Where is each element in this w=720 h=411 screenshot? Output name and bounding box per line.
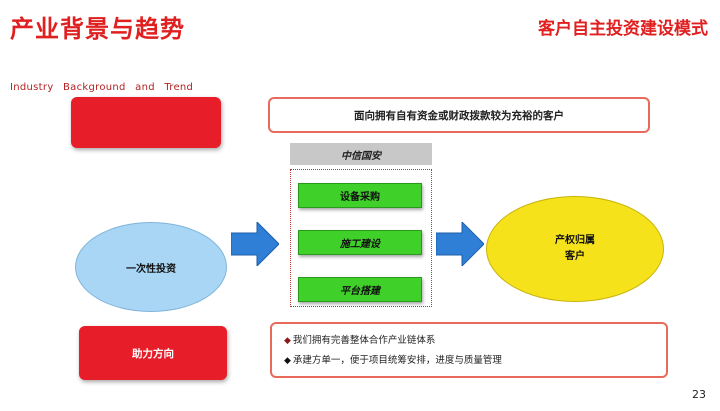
node-label: 一次性投资 — [126, 263, 176, 275]
advantages-box: ◆我们拥有完善整体合作产业链体系 ◆承建方单一，便于项目统筹安排，进度与质量管理 — [270, 322, 668, 378]
help-direction-label: 助力方向 — [79, 326, 227, 380]
right-arrow-icon — [436, 222, 484, 266]
step-construction: 施工建设 — [298, 230, 422, 255]
step-label: 平台搭建 — [340, 286, 380, 297]
red-label-block — [71, 97, 221, 148]
step-platform-build: 平台搭建 — [298, 277, 422, 302]
step-label: 设备采购 — [340, 192, 380, 203]
node-label-line1: 产权归属 — [555, 235, 595, 246]
bullet-item: ◆承建方单一，便于项目统筹安排，进度与质量管理 — [284, 351, 654, 371]
diamond-bullet-icon: ◆ — [284, 336, 291, 346]
target-customer-box: 面向拥有自有资金或财政拨款较为充裕的客户 — [268, 97, 650, 133]
bullet-text: 承建方单一，便于项目统筹安排，进度与质量管理 — [292, 355, 502, 366]
bullet-item: ◆我们拥有完善整体合作产业链体系 — [284, 331, 654, 351]
provider-header: 中信国安 — [290, 143, 432, 165]
node-label-line2: 客户 — [565, 251, 585, 262]
provider-scope-frame — [290, 169, 432, 307]
step-equipment-procurement: 设备采购 — [298, 183, 422, 208]
step-label: 施工建设 — [340, 239, 380, 250]
help-direction-text: 助力方向 — [132, 347, 174, 360]
page-number: 23 — [692, 388, 706, 401]
target-customer-text: 面向拥有自有资金或财政拨款较为充裕的客户 — [354, 109, 564, 122]
model-title: 客户自主投资建设模式 — [538, 19, 708, 39]
bullet-text: 我们拥有完善整体合作产业链体系 — [292, 335, 436, 346]
ownership-node: 产权归属 客户 — [486, 196, 664, 302]
one-time-investment-node: 一次性投资 — [75, 222, 227, 312]
diamond-bullet-icon: ◆ — [284, 356, 291, 366]
right-arrow-icon — [231, 222, 279, 266]
provider-label: 中信国安 — [341, 150, 381, 162]
page-subtitle: Industry Background and Trend — [10, 82, 194, 93]
page-title: 产业背景与趋势 — [10, 15, 185, 43]
